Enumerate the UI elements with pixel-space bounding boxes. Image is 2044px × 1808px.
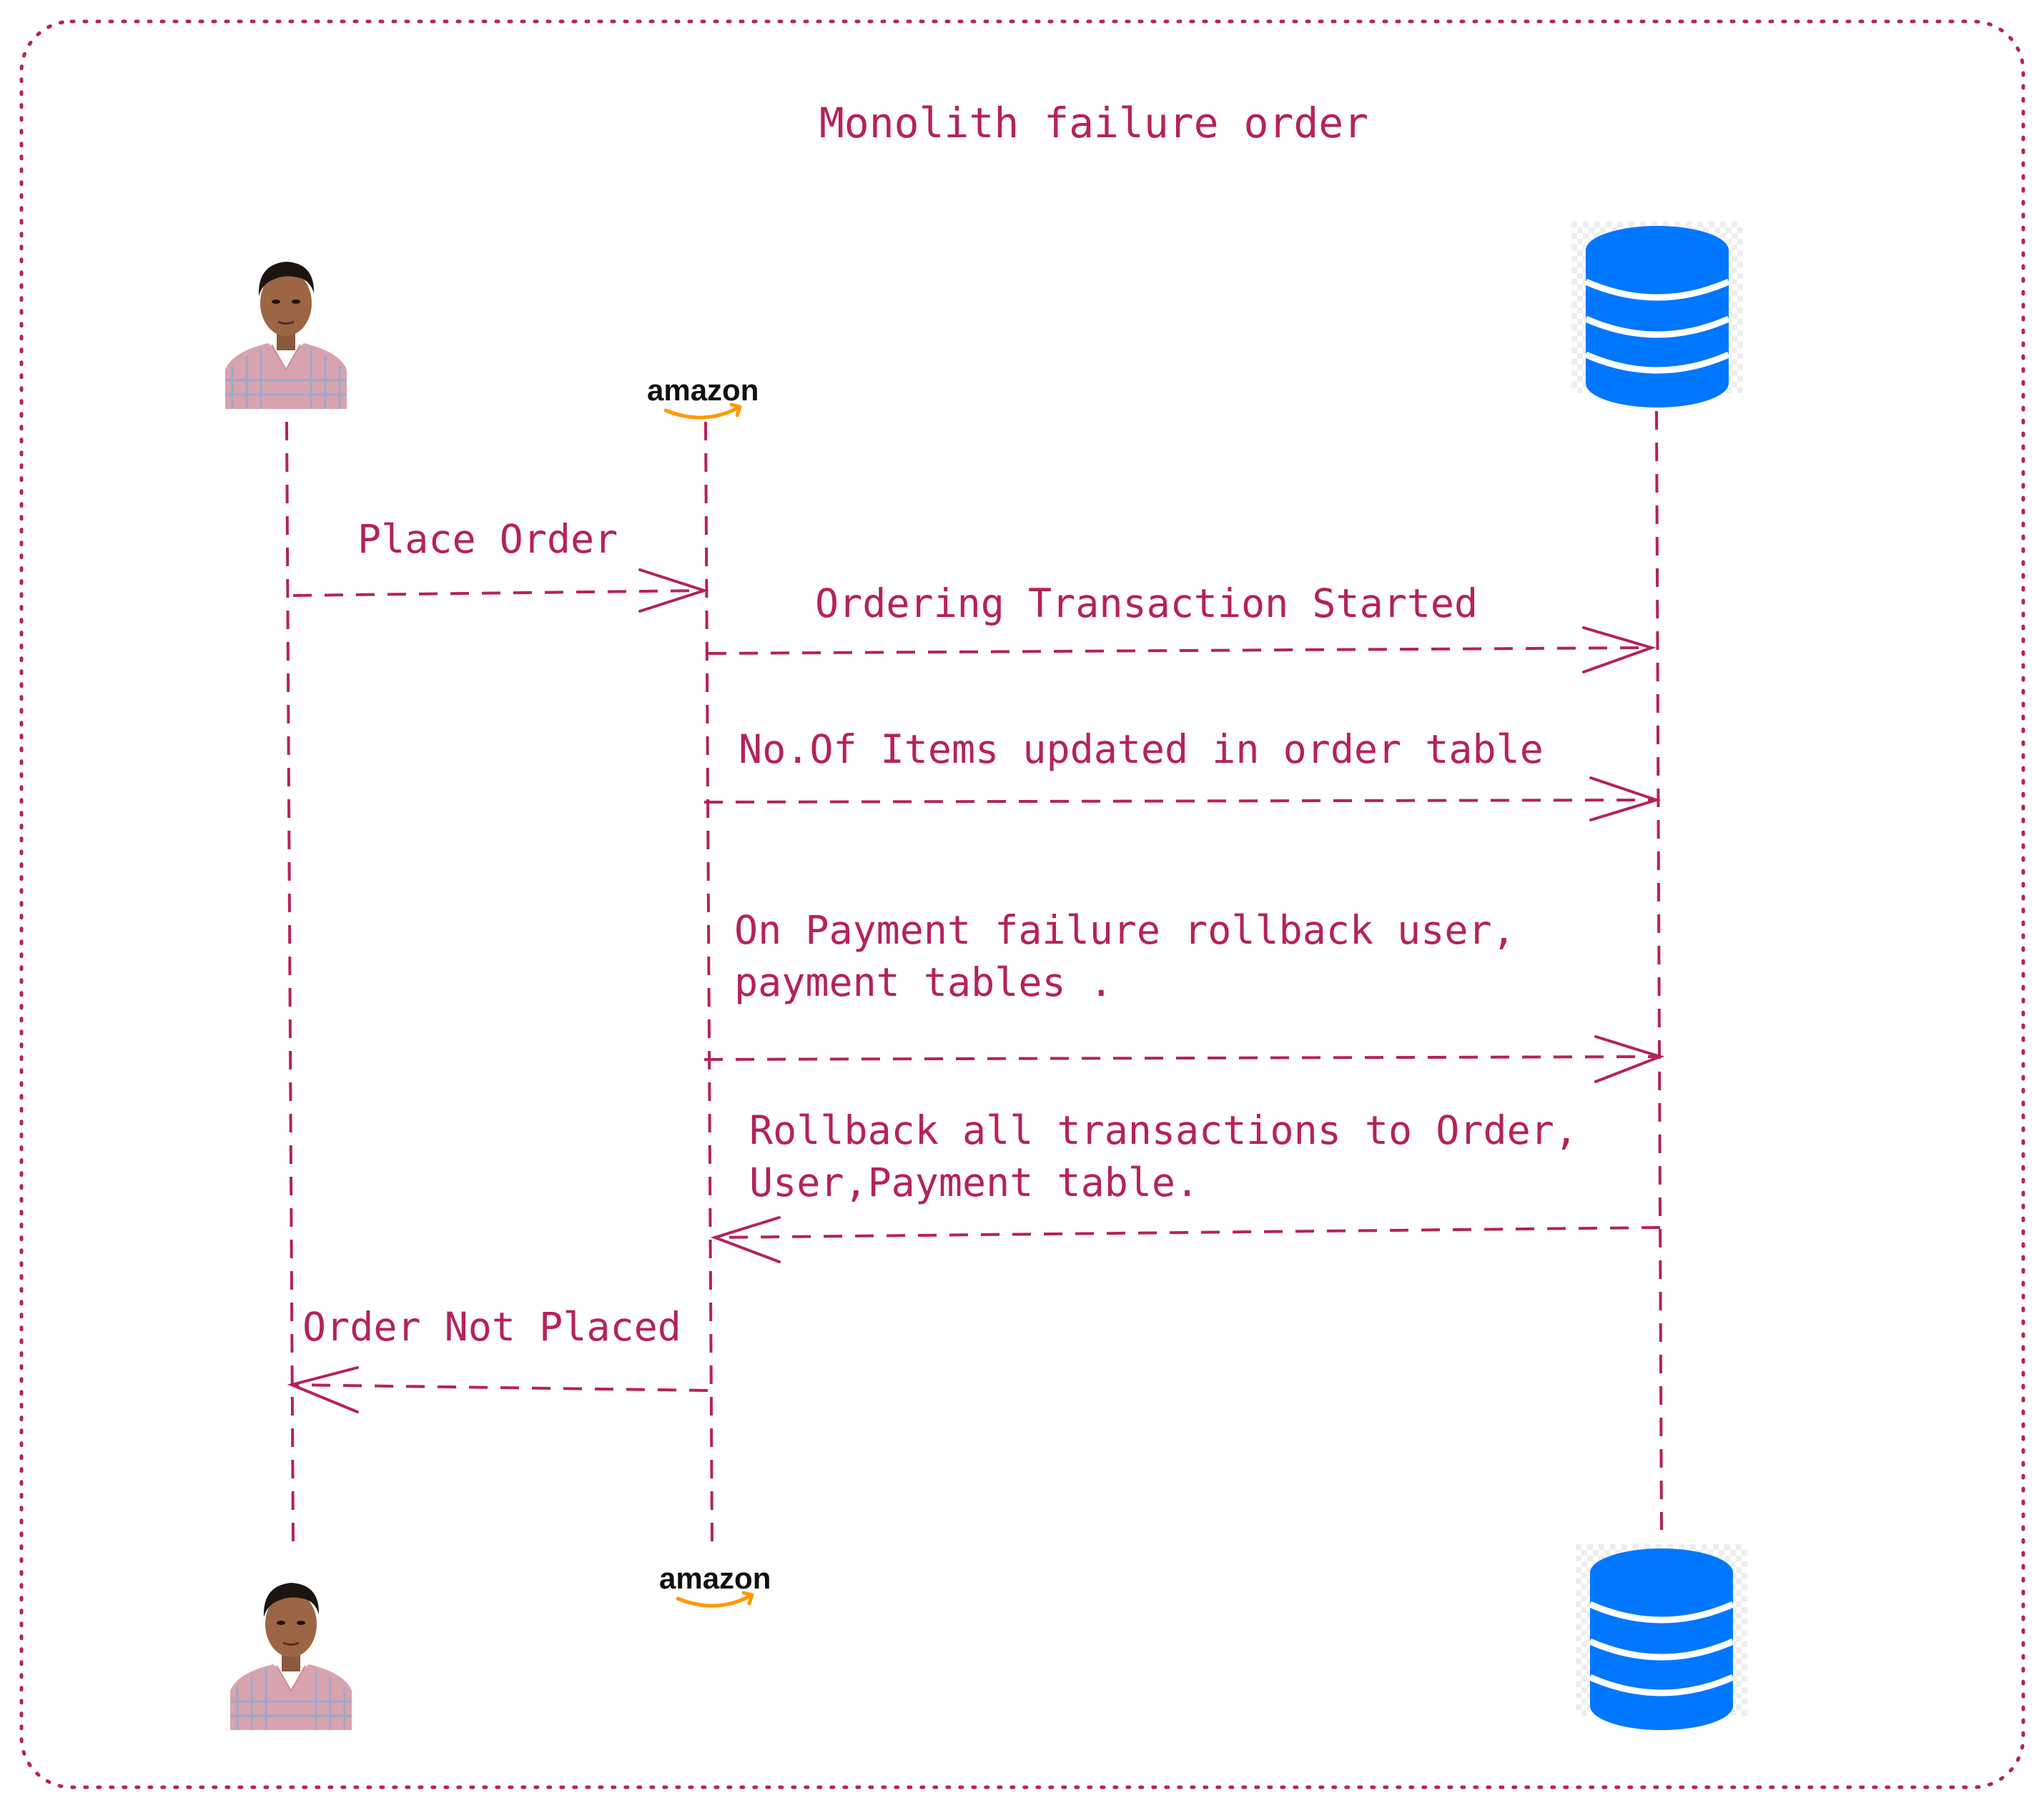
database-lifeline (1655, 410, 1663, 1531)
user-photo-icon (224, 250, 348, 410)
message-arrow (707, 646, 1652, 655)
message-label: Ordering Transaction Started (815, 581, 1478, 626)
diagram-title: Monolith failure order (819, 99, 1368, 147)
diagram-frame (19, 19, 2025, 1789)
message-label: User,Payment table. (749, 1160, 1199, 1205)
message-arrow (703, 799, 1657, 804)
message-label: On Payment failure rollback user, (734, 907, 1516, 953)
message-order-not-placed: Order Not Placed (287, 1304, 709, 1413)
message-payment-failure-rollback: On Payment failure rollback user, paymen… (703, 907, 1665, 1083)
amazon-logo-icon (659, 1561, 771, 1606)
message-items-updated: No.Of Items updated in order table (703, 726, 1662, 821)
message-label: payment tables . (734, 959, 1113, 1005)
arrow-head (1582, 626, 1657, 673)
message-label: Place Order (357, 516, 618, 562)
message-arrow (291, 1383, 709, 1392)
arrow-head (1589, 776, 1662, 821)
message-label: No.Of Items updated in order table (739, 726, 1544, 772)
arrow-head (710, 1216, 781, 1263)
message-rollback-all: Rollback all transactions to Order, User… (710, 1107, 1661, 1263)
message-arrow (292, 589, 705, 597)
message-arrow (714, 1226, 1661, 1239)
message-place-order: Place Order (292, 516, 709, 613)
message-label: Order Not Placed (302, 1304, 681, 1350)
arrow-head (1594, 1035, 1665, 1083)
arrow-head (287, 1366, 359, 1413)
message-label: Rollback all transactions to Order, (749, 1107, 1578, 1153)
user-lifeline (285, 421, 295, 1545)
database-icon (1576, 1544, 1747, 1730)
database-icon (1571, 222, 1743, 407)
user-photo-icon (229, 1571, 353, 1732)
arrow-head (638, 568, 709, 613)
amazon-logo-icon (647, 373, 759, 418)
message-arrow (703, 1055, 1661, 1061)
message-ordering-transaction-started: Ordering Transaction Started (707, 581, 1657, 673)
